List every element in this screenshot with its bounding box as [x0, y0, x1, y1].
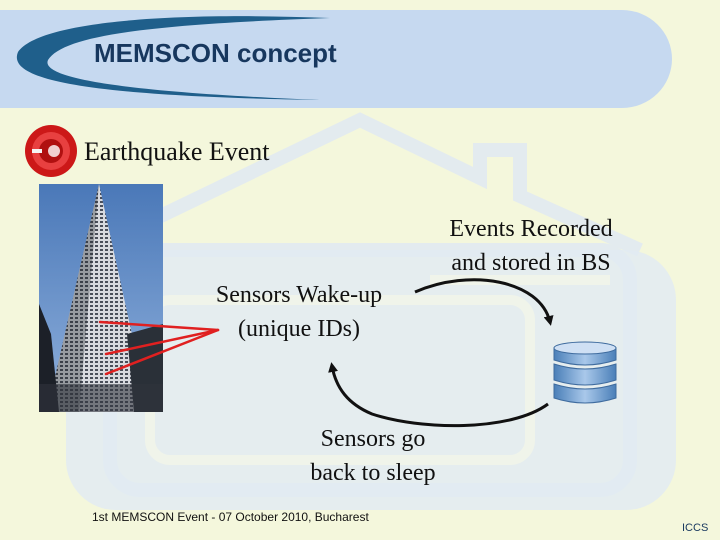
sensor-pointer-lines [98, 320, 220, 376]
database-icon [553, 341, 617, 404]
sensors-wakeup-line2: (unique IDs) [238, 316, 360, 342]
arrow-back-to-sensors [328, 362, 549, 428]
earthquake-event-label: Earthquake Event [84, 137, 270, 166]
header-swoosh [16, 16, 330, 100]
sensors-wakeup-text: Sensors Wake-up (unique IDs) [186, 278, 412, 346]
slide-title: MEMSCON concept [94, 38, 337, 68]
alarm-bell-icon [25, 125, 77, 177]
sensors-sleep-line1: Sensors go [320, 426, 426, 452]
organization-label: ICCS [682, 522, 709, 534]
watermark-panel [66, 250, 676, 510]
events-recorded-line1: Events Recorded [449, 216, 613, 242]
sensors-sleep-line2: back to sleep [310, 460, 436, 486]
header-band [0, 10, 672, 108]
skyscraper-photo [39, 184, 163, 412]
events-recorded-text: Events Recorded and stored in BS [420, 212, 642, 280]
slide-footer: 1st MEMSCON Event - 07 October 2010, Buc… [92, 510, 369, 524]
sensors-sleep-text: Sensors go back to sleep [282, 422, 464, 490]
arrow-to-database [414, 278, 554, 326]
events-recorded-line2: and stored in BS [451, 250, 611, 276]
sensors-wakeup-line1: Sensors Wake-up [215, 282, 383, 308]
